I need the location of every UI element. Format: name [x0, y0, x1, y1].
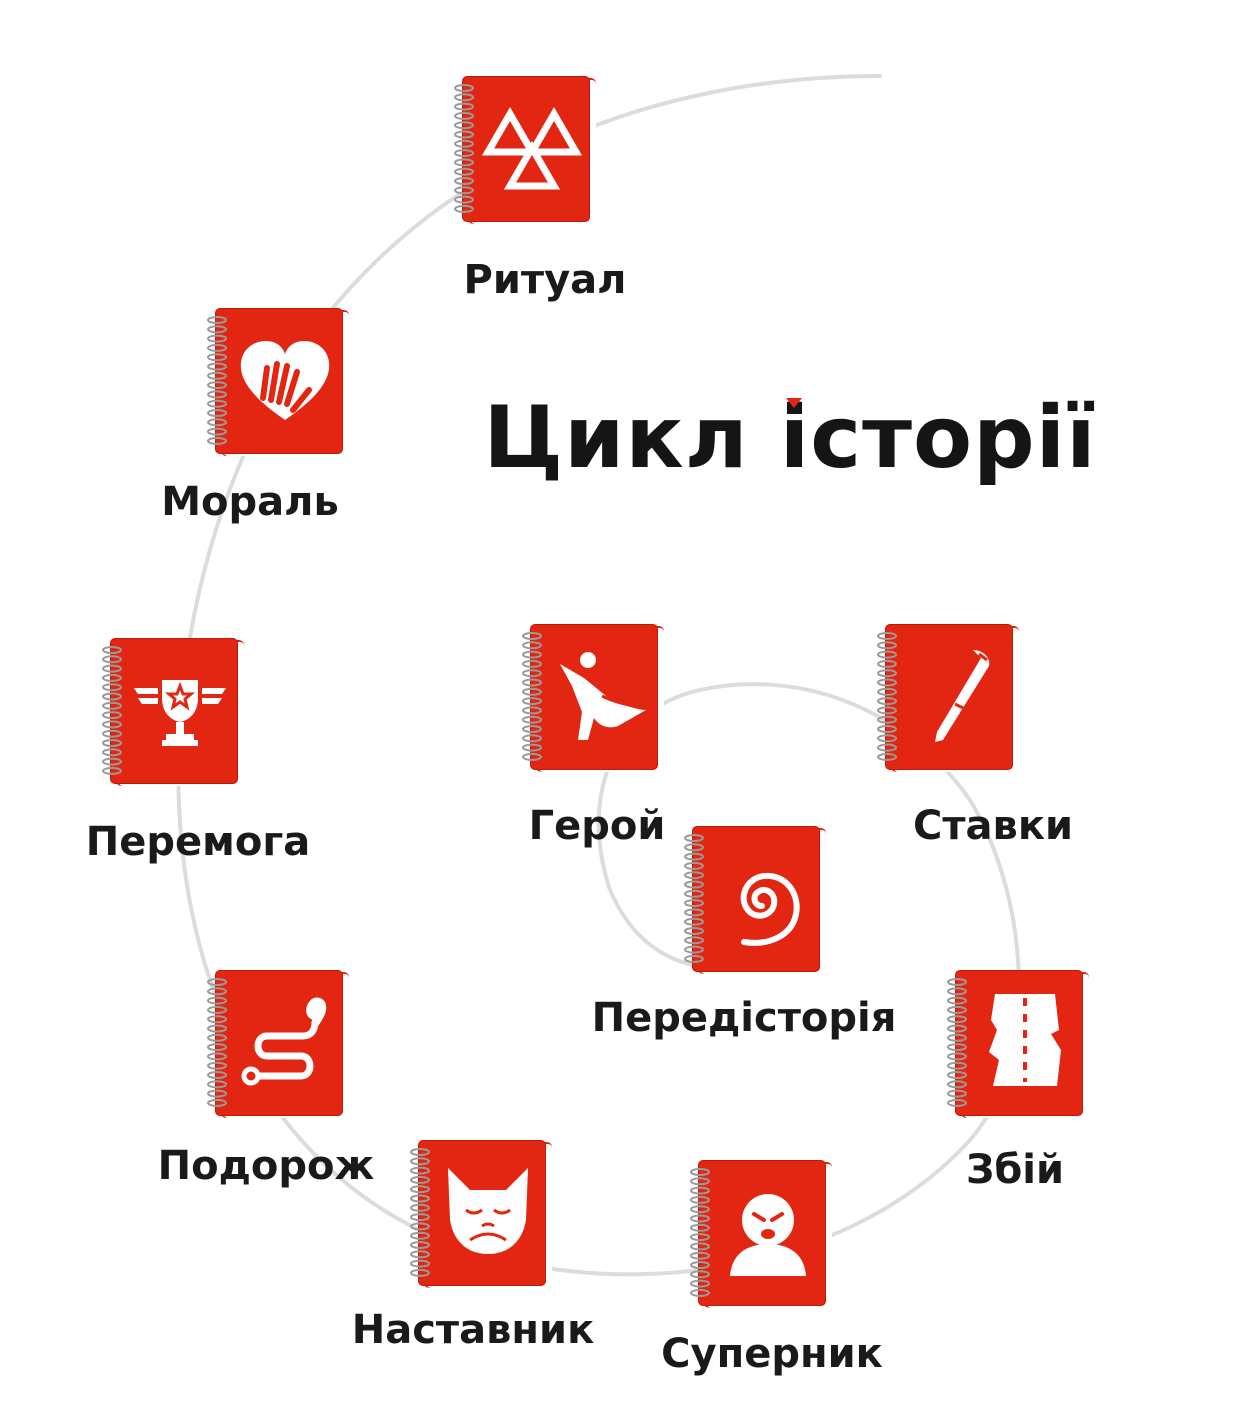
notebook-card	[947, 970, 1095, 1122]
spiral-binding	[454, 84, 474, 213]
node-label: Перемога	[85, 819, 311, 865]
spiral-binding	[947, 978, 967, 1107]
notebook-card	[690, 1160, 838, 1312]
notebook-card	[684, 826, 832, 978]
torn-paper-icon	[989, 994, 1061, 1086]
spiral-binding	[410, 1148, 430, 1277]
node-label: Мораль	[161, 479, 339, 525]
node-label: Ритуал	[463, 257, 627, 303]
trophy-icon	[134, 680, 226, 746]
pencil-icon	[935, 650, 990, 742]
route-icon	[241, 997, 327, 1086]
spiral-binding	[207, 316, 227, 445]
spiral-icon	[740, 872, 800, 946]
valknut-icon	[481, 107, 583, 190]
flying-hero-icon	[560, 652, 647, 740]
node-label: Подорож	[157, 1143, 375, 1189]
node-label: Ставки	[912, 803, 1074, 849]
spiral-binding	[877, 632, 897, 761]
diagram-title: Цикл історії	[483, 388, 1097, 488]
notebook-card	[877, 624, 1025, 776]
spiral-binding	[690, 1168, 710, 1297]
spiral-binding	[207, 978, 227, 1107]
node-label: Наставник	[351, 1307, 595, 1353]
notebook-card	[522, 624, 670, 776]
notebook-card	[207, 970, 355, 1122]
notebook-card	[207, 308, 355, 460]
node-label: Суперник	[661, 1331, 883, 1377]
notebook-card	[454, 76, 602, 228]
heart-hand-icon	[240, 340, 330, 420]
notebook-card	[102, 638, 250, 790]
title-accent-mark	[786, 398, 802, 408]
node-label: Збій	[965, 1147, 1065, 1193]
node-label: Передісторія	[591, 995, 897, 1041]
masked-villain-icon	[730, 1194, 806, 1276]
spiral-binding	[522, 632, 542, 761]
notebook-card	[410, 1140, 558, 1292]
cat-face-icon	[448, 1168, 528, 1254]
spiral-binding	[102, 646, 122, 775]
spiral-binding	[684, 834, 704, 963]
node-label: Герой	[528, 803, 666, 849]
